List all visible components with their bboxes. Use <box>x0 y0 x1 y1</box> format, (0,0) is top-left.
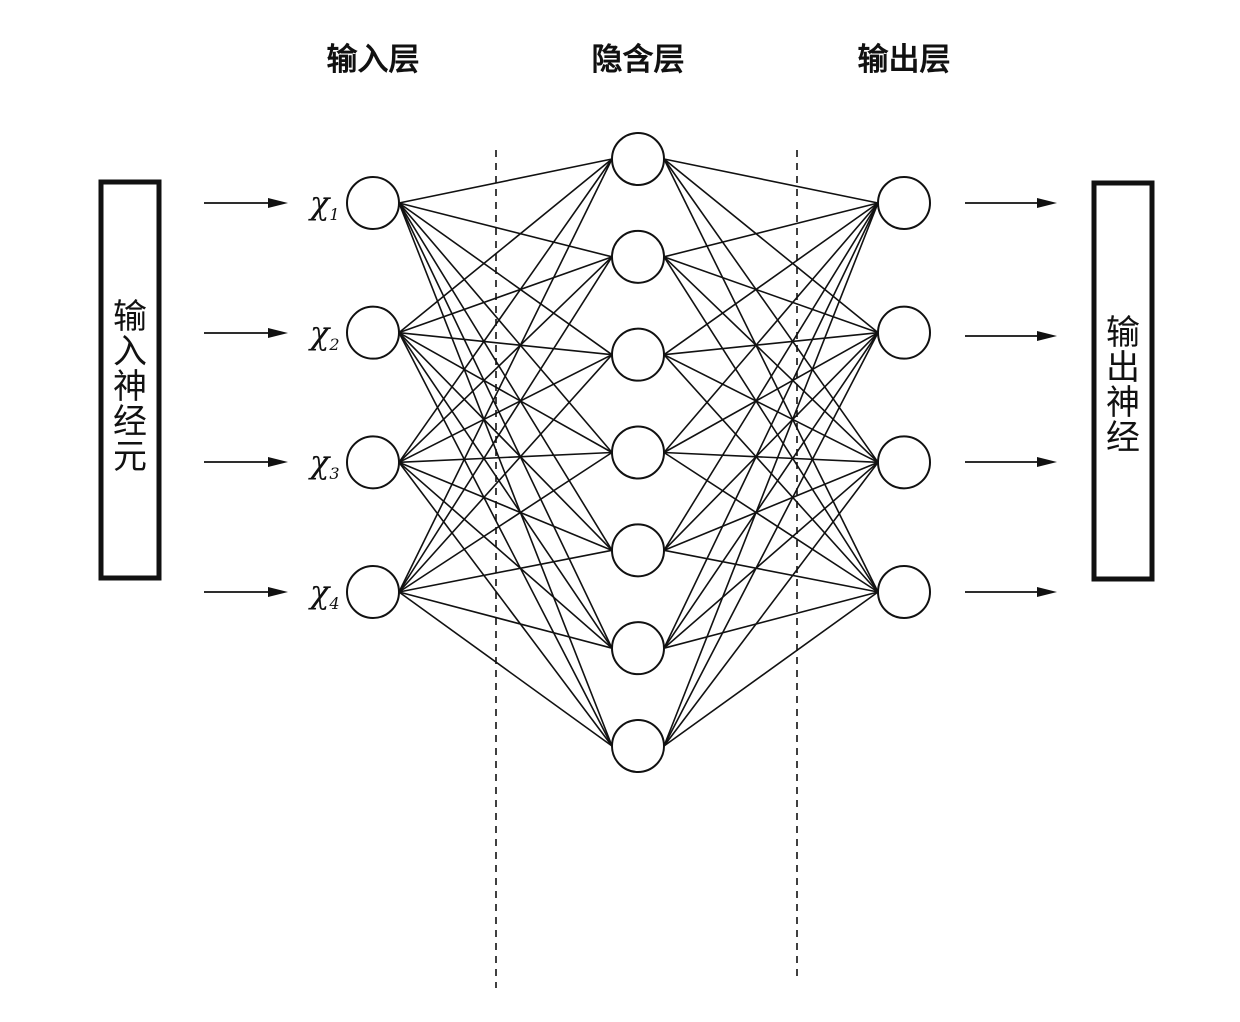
input-label-x2: χ2 <box>308 314 340 354</box>
input-hidden-edge <box>398 461 613 747</box>
input-hidden-edge <box>398 331 613 356</box>
hidden-output-edge <box>663 331 879 356</box>
input-box-char: 元 <box>113 437 147 477</box>
input-hidden-edge <box>398 158 613 593</box>
hidden-output-edge <box>663 332 879 747</box>
input-label-x4: χ4 <box>308 573 340 613</box>
hidden-output-edge <box>663 461 879 649</box>
input-arrow <box>204 198 288 208</box>
input-box-char: 入 <box>113 332 147 372</box>
hidden-output-edge <box>663 202 879 649</box>
input-hidden-edge <box>398 354 613 593</box>
hidden-output-edge <box>663 202 879 258</box>
input-hidden-edge <box>398 591 613 747</box>
output-node <box>877 565 931 619</box>
hidden-output-edge <box>663 256 879 463</box>
input-hidden-edge <box>398 353 613 464</box>
hidden-output-edge <box>663 158 879 204</box>
hidden-output-edge <box>663 353 879 464</box>
input-label-x3: χ3 <box>308 443 340 483</box>
input-label-x1: χ1 <box>308 184 340 224</box>
input-hidden-edge <box>398 158 613 463</box>
input-hidden-edge <box>398 461 613 649</box>
hidden-output-edge <box>663 202 879 356</box>
input-layer-title: 输入层 <box>327 42 420 78</box>
input-hidden-edge <box>398 256 613 334</box>
hidden-node <box>611 229 665 284</box>
input-hidden-edge <box>398 202 613 356</box>
output-arrow <box>965 587 1057 597</box>
input-neuron-box: 输 入 神 经 元 <box>98 179 162 581</box>
hidden-node <box>611 621 665 676</box>
input-hidden-edge <box>398 202 613 454</box>
hidden-node <box>611 523 665 578</box>
input-hidden-edge <box>398 461 613 552</box>
hidden-output-edge <box>663 158 879 463</box>
input-hidden-edge <box>398 549 613 593</box>
input-arrow <box>204 457 288 467</box>
hidden-output-edge <box>663 549 879 593</box>
input-hidden-edge <box>398 332 613 747</box>
input-hidden-edge <box>398 332 613 551</box>
input-box-char: 输 <box>113 297 147 337</box>
hidden-node <box>611 425 665 480</box>
hidden-node <box>611 132 665 186</box>
hidden-output-edge <box>663 451 879 593</box>
output-box-char: 经 <box>1106 418 1140 458</box>
output-node <box>877 435 931 490</box>
output-arrow <box>965 457 1057 467</box>
output-node <box>877 305 931 360</box>
input-box-char: 经 <box>113 402 147 442</box>
input-hidden-edge <box>398 256 613 463</box>
output-arrow <box>965 198 1057 208</box>
hidden-output-edge <box>663 331 879 454</box>
hidden-node <box>611 327 665 382</box>
input-arrow <box>204 587 288 597</box>
hidden-output-edge <box>663 158 879 334</box>
output-neuron-box: 输 出 神 经 <box>1091 180 1155 582</box>
neuron-nodes <box>346 132 931 773</box>
output-box-char: 神 <box>1106 383 1140 423</box>
input-hidden-edge <box>398 451 613 593</box>
input-hidden-edge <box>398 256 613 593</box>
hidden-node <box>611 719 665 773</box>
input-hidden-edge <box>398 158 613 204</box>
input-box-char: 神 <box>113 367 147 407</box>
hidden-output-edge <box>663 461 879 552</box>
input-hidden-edge <box>398 158 613 334</box>
hidden-output-edge <box>663 256 879 334</box>
output-node <box>877 176 931 230</box>
output-arrow <box>965 331 1057 341</box>
hidden-output-edge <box>663 461 879 747</box>
input-hidden-edge <box>398 332 613 649</box>
hidden-layer-title: 隐含层 <box>592 42 685 78</box>
input-hidden-edge <box>398 451 613 464</box>
output-box-char: 输 <box>1106 313 1140 353</box>
hidden-output-edge <box>663 591 879 747</box>
hidden-output-edge <box>663 202 879 747</box>
hidden-output-edge <box>663 332 879 551</box>
input-node <box>346 305 400 360</box>
hidden-output-edge <box>663 332 879 649</box>
hidden-output-edge <box>663 591 879 649</box>
input-node <box>346 176 400 230</box>
input-arrow <box>204 328 288 338</box>
input-node <box>346 435 400 490</box>
connection-edges <box>398 158 879 747</box>
output-layer-title: 输出层 <box>858 42 951 78</box>
input-node <box>346 565 400 619</box>
hidden-output-edge <box>663 202 879 454</box>
output-box-char: 出 <box>1106 348 1140 388</box>
input-hidden-edge <box>398 331 613 454</box>
hidden-output-edge <box>663 202 879 551</box>
hidden-output-edge <box>663 451 879 464</box>
input-hidden-edge <box>398 202 613 258</box>
input-hidden-edge <box>398 591 613 649</box>
